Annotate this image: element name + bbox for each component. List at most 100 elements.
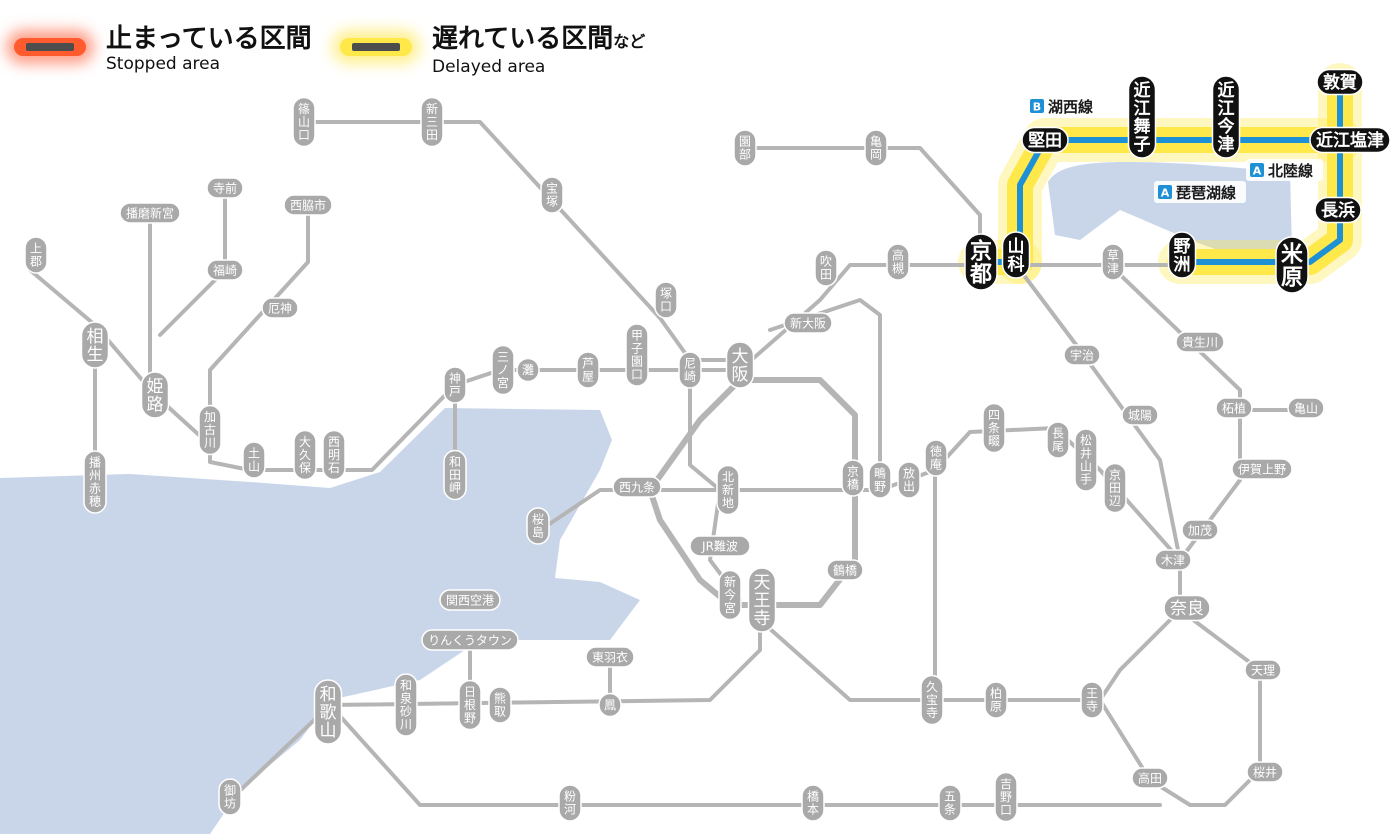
station-新大阪: 新大阪 (783, 312, 833, 334)
station-label: りんくうタウン (428, 633, 512, 647)
station-label: 関西空港 (446, 593, 494, 607)
station-label: 長浜 (1321, 201, 1355, 221)
station-marker (841, 459, 865, 497)
station-label: 桜井 (1253, 765, 1277, 779)
rail-segment (1098, 558, 1262, 807)
station-label: 加茂 (1188, 523, 1212, 537)
station-label: 和田岬 (449, 455, 461, 495)
station-marker (598, 692, 622, 718)
station-label: 西明石 (328, 435, 340, 475)
station-山科: 山科 (1001, 231, 1031, 279)
station-松井山手: 松井山手 (1074, 428, 1098, 492)
station-鴫野: 鴫野 (868, 461, 892, 499)
station-近江今津: 近江今津 (1211, 75, 1241, 159)
station-天理: 天理 (1244, 659, 1282, 681)
station-label: 松井山手 (1080, 434, 1092, 487)
station-marker (218, 778, 242, 816)
station-label: 徳庵 (930, 444, 942, 472)
station-marker (984, 681, 1008, 719)
station-久宝寺: 久宝寺 (920, 674, 944, 726)
station-label: 吉野口 (1000, 777, 1012, 817)
station-四条畷: 四条畷 (982, 402, 1006, 454)
station-関西空港: 関西空港 (439, 589, 501, 611)
station-marker (1001, 231, 1031, 279)
station-marker (242, 441, 266, 479)
station-marker (261, 297, 299, 319)
badge-bg (1246, 159, 1323, 181)
station-marker (1046, 421, 1070, 459)
station-marker (964, 233, 998, 291)
rail-segment (688, 358, 882, 492)
station-りんくうタウン: りんくうタウン (421, 629, 519, 651)
badge-code-box (1030, 99, 1044, 113)
station-label: 新大阪 (790, 315, 826, 330)
station-大久保: 大久保 (293, 429, 317, 481)
station-marker (938, 784, 962, 822)
station-加茂: 加茂 (1181, 519, 1219, 541)
station-label: 新三田 (426, 101, 438, 142)
station-新三田: 新三田 (420, 96, 444, 148)
station-label: 近江塩津 (1316, 130, 1384, 151)
station-label: 鶴橋 (833, 562, 857, 577)
station-label: 近江舞子 (1134, 80, 1151, 155)
station-marker (1080, 681, 1104, 719)
station-播州赤穂: 播州赤穂 (83, 450, 107, 514)
station-marker (206, 177, 244, 199)
station-橋本: 橋本 (801, 784, 825, 822)
station-marker (716, 464, 740, 516)
station-label: 厄神 (268, 301, 292, 315)
station-label: 堅田 (1028, 131, 1062, 151)
stopped-label-en: Stopped area (106, 54, 221, 74)
station-label: 木津 (1161, 553, 1185, 567)
station-高田: 高田 (1131, 767, 1169, 789)
station-亀山: 亀山 (1287, 397, 1325, 419)
badge-name: 琵琶湖線 (1176, 184, 1236, 202)
station-灘: 灘 (516, 357, 540, 383)
station-姫路: 姫路 (140, 371, 170, 419)
station-鳳: 鳳 (598, 692, 622, 718)
station-marker (1127, 75, 1157, 159)
station-marker (283, 194, 333, 216)
station-marker (491, 344, 515, 396)
station-label: 京橋 (847, 465, 859, 492)
station-label: 東羽衣 (592, 649, 628, 664)
station-label: 長尾 (1052, 427, 1064, 454)
station-伊賀上野: 伊賀上野 (1231, 458, 1293, 480)
station-宝塚: 宝塚 (540, 176, 564, 214)
station-label: 福崎 (213, 262, 237, 277)
station-marker (1211, 75, 1241, 159)
station-marker (83, 450, 107, 514)
station-吹田: 吹田 (814, 249, 838, 287)
station-marker (1316, 68, 1364, 96)
station-京田辺: 京田辺 (1103, 462, 1127, 514)
station-王寺: 王寺 (1080, 681, 1104, 719)
delayed-label-en: Delayed area (432, 57, 546, 77)
station-吉野口: 吉野口 (994, 771, 1018, 823)
badge-name: 北陸線 (1268, 162, 1313, 180)
station-label: 草津 (1107, 249, 1119, 276)
station-label: 貴生川 (1182, 335, 1218, 349)
station-marker (1275, 236, 1309, 294)
station-城陽: 城陽 (1121, 404, 1159, 426)
station-label: 塚口 (660, 287, 672, 314)
station-marker (783, 312, 833, 334)
station-label: 西脇市 (290, 197, 326, 212)
station-JR難波: JR難波 (689, 535, 751, 557)
station-label: 高田 (1138, 770, 1162, 785)
station-marker (140, 371, 170, 419)
station-粉河: 粉河 (558, 784, 582, 822)
station-label: 桜島 (532, 513, 544, 540)
station-亀岡: 亀岡 (864, 129, 888, 167)
station-木津: 木津 (1154, 549, 1192, 571)
station-marker (1063, 344, 1101, 366)
station-label: 大久保 (299, 435, 311, 475)
badge-code: B (1033, 101, 1041, 114)
station-label: 熊取 (494, 691, 506, 719)
station-label: 相生 (87, 327, 104, 365)
station-marker (516, 357, 540, 383)
station-長浜: 長浜 (1314, 196, 1362, 224)
station-marker (897, 461, 921, 499)
